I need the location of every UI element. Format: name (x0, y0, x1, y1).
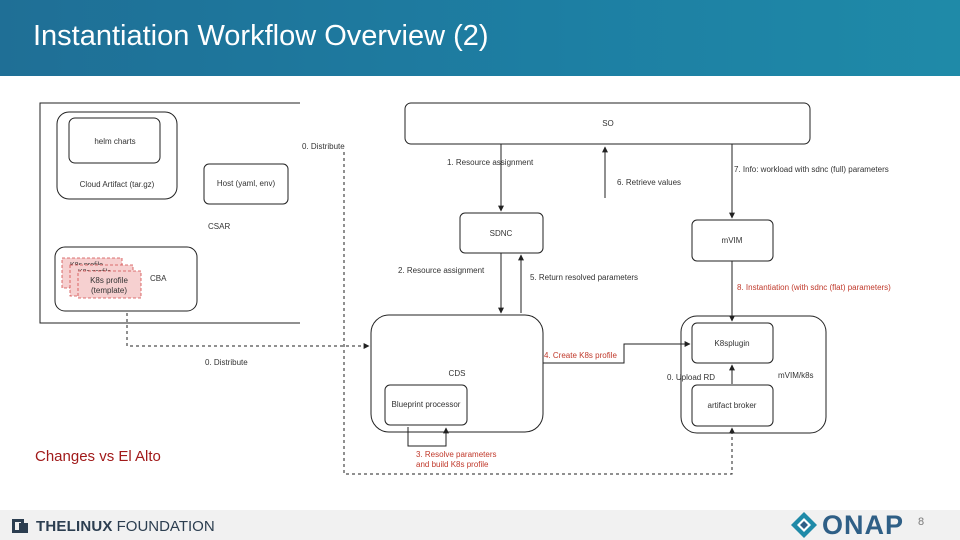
edge-resource-assignment-2-label: 2. Resource assignment (398, 266, 485, 275)
edge-return-resolved-label: 5. Return resolved parameters (530, 273, 638, 282)
onap-mark-icon (791, 512, 817, 538)
edge-retrieve-values-label: 6. Retrieve values (617, 178, 681, 187)
mvim-k8s-label: mVIM/k8s (778, 371, 814, 380)
linux-foundation-logo: THELINUX FOUNDATION (12, 516, 215, 536)
edge-create-k8s-profile-label: 4. Create K8s profile (544, 351, 617, 360)
artifact-broker-box[interactable] (691, 384, 774, 427)
edge-resolve-params-label-1: 3. Resolve parameters (416, 450, 496, 459)
blueprint-processor-box[interactable] (384, 384, 468, 426)
helm-charts-label: helm charts (94, 137, 135, 146)
so-box[interactable] (404, 102, 811, 145)
blueprint-label: Blueprint processor (392, 400, 461, 409)
cds-label: CDS (449, 369, 466, 378)
cloud-artifact-label: Cloud Artifact (tar.gz) (80, 180, 155, 189)
host-box[interactable] (203, 163, 289, 205)
csar-container (39, 102, 300, 324)
edge-create-k8s-profile (543, 341, 691, 364)
sdnc-label: SDNC (490, 229, 513, 238)
cba-label: CBA (150, 274, 167, 283)
cds-container (370, 314, 544, 433)
edge-distribute-cds (126, 313, 370, 349)
edge-distribute-artifact (343, 152, 735, 475)
cloud-artifact-box (56, 111, 178, 200)
linux-foundation-mark-icon (12, 519, 30, 533)
edge-resolve-params-label-2: and build K8s profile (416, 460, 489, 469)
edge-info-workload-label: 7. Info: workload with sdnc (full) param… (734, 165, 889, 174)
page-number: 8 (918, 516, 925, 528)
mvim-k8s-container (680, 315, 827, 434)
k8s-profile-label-2: (template) (91, 286, 127, 295)
lf-logo-text-bold: THELINUX (36, 517, 113, 535)
cba-box (54, 246, 198, 312)
host-label: Host (yaml, env) (217, 179, 276, 188)
page-title: Instantiation Workflow Overview (2) (33, 20, 489, 52)
edge-upload-rd-label: 0. Upload RD (667, 373, 715, 382)
helm-charts-box[interactable] (68, 117, 161, 164)
lf-logo-text-light: FOUNDATION (116, 517, 215, 535)
edge-instantiation-label: 8. Instantiation (with sdnc (flat) param… (737, 283, 891, 292)
mvim-label: mVIM (722, 236, 743, 245)
distribute-top-label: 0. Distribute (302, 142, 345, 151)
edge-resolve-params (407, 427, 449, 447)
k8splugin-label: K8splugin (714, 339, 749, 348)
k8s-profile-label-1: K8s profile (90, 276, 128, 285)
changes-label: Changes vs El Alto (35, 448, 161, 465)
edge-resource-assignment-1-label: 1. Resource assignment (447, 158, 534, 167)
artifact-broker-label: artifact broker (708, 401, 757, 410)
edge-distribute-bottom-label: 0. Distribute (205, 358, 248, 367)
header-bar: Instantiation Workflow Overview (2) (0, 0, 960, 76)
csar-label: CSAR (208, 222, 230, 231)
so-label: SO (602, 119, 614, 128)
k8s-profile-card[interactable] (77, 270, 142, 299)
onap-logo-text: ONAP (822, 510, 905, 540)
onap-logo: ONAP (790, 511, 904, 539)
k8splugin-box[interactable] (691, 322, 774, 364)
